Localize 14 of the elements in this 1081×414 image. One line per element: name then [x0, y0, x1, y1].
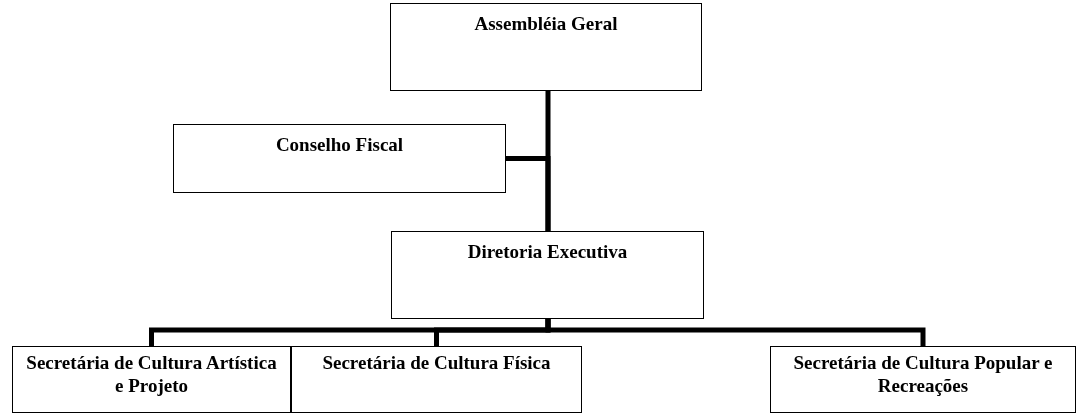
box-title: Assembléia Geral: [474, 12, 618, 35]
box-title: Secretária de Cultura Física: [322, 351, 551, 374]
org-box: [291, 346, 582, 413]
connector-line: [506, 156, 551, 231]
box-title: Secretária de Cultura Popular e Recreações: [792, 351, 1054, 397]
org-box: [390, 3, 702, 91]
box-title: Secretária de Cultura Artística e Projeto: [25, 351, 278, 397]
org-box: [391, 231, 704, 319]
org-box: [12, 346, 291, 413]
box-title: Diretoria Executiva: [467, 240, 628, 263]
box-title: Conselho Fiscal: [275, 133, 404, 156]
org-box: [173, 124, 506, 193]
org-box: [770, 346, 1076, 413]
connector-line: [545, 319, 926, 346]
